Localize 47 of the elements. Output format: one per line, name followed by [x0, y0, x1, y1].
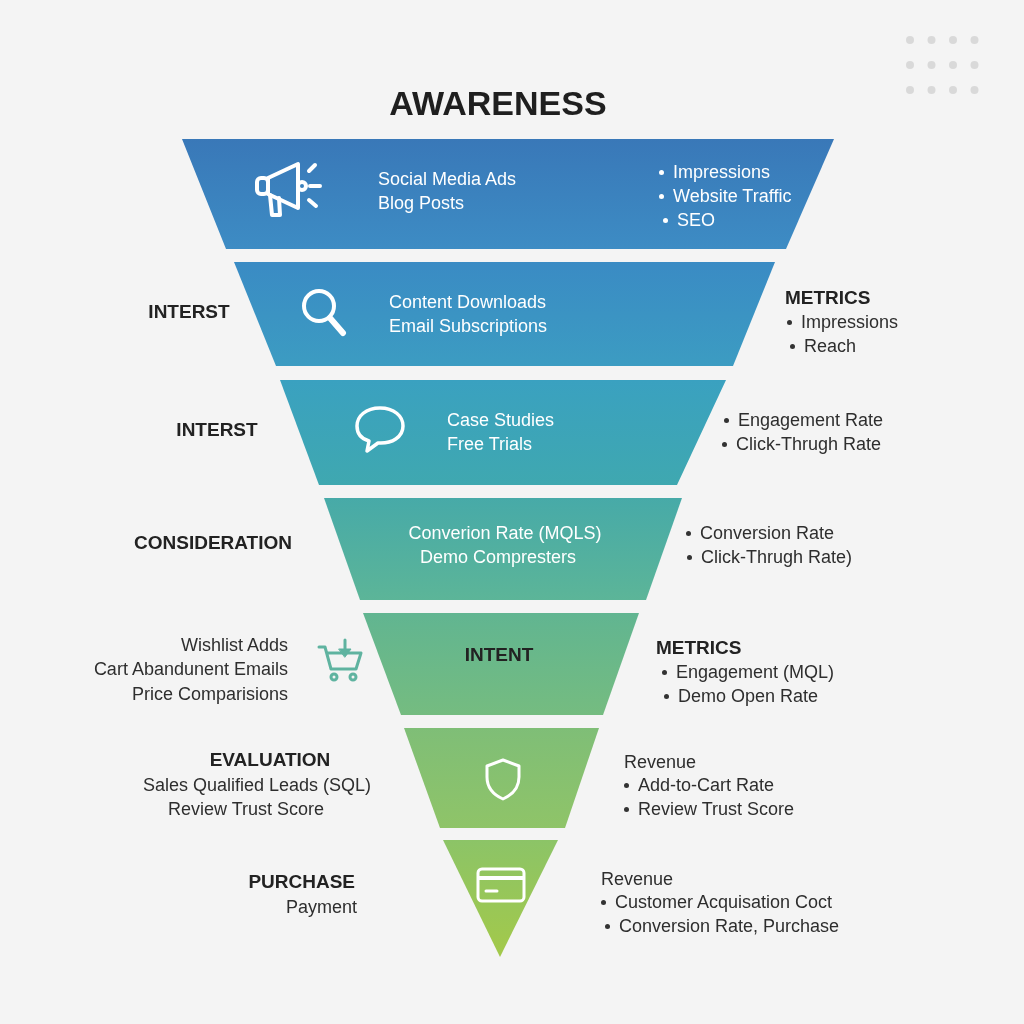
stage-label: INTERST — [176, 419, 258, 441]
description-text: Revenue — [624, 751, 697, 773]
description-text: Sales Qualified Leads (SQL) — [142, 774, 372, 796]
stage-label: INTENT — [464, 644, 534, 666]
metric-item: Impressions — [801, 311, 899, 333]
funnel-band — [324, 498, 682, 600]
metric-item: Reach — [804, 335, 857, 357]
metric-item: Click-Thrugh Rate) — [701, 546, 853, 568]
metrics-heading: METRICS — [785, 287, 871, 309]
band-text: Case Studies — [447, 409, 555, 431]
metric-item: Click-Thrugh Rate — [736, 433, 882, 455]
metric-item: SEO — [677, 209, 715, 231]
band-text: Demo Compresters — [420, 546, 576, 568]
band-text: Blog Posts — [378, 192, 465, 214]
description-text: Wishlist Adds — [180, 634, 288, 656]
description-text: Price Comparisions — [131, 683, 288, 705]
band-text: Free Trials — [447, 433, 533, 455]
band-text: Social Media Ads — [378, 168, 517, 190]
funnel-band — [280, 380, 726, 485]
funnel-band — [443, 840, 558, 957]
band-text: Email Subscriptions — [389, 315, 548, 337]
metric-item: Demo Open Rate — [678, 685, 819, 707]
stage-label: INTERST — [148, 301, 230, 323]
metric-item: Review Trust Score — [638, 798, 795, 820]
metric-item: Engagement (MQL) — [676, 661, 835, 683]
band-text: Converion Rate (MQLS) — [408, 522, 602, 544]
metric-item: Add-to-Cart Rate — [638, 774, 775, 796]
funnel-band — [363, 613, 639, 715]
funnel-band — [234, 262, 775, 366]
funnel-band — [182, 139, 834, 249]
funnel-title: AWARENESS — [389, 83, 607, 123]
description-text: Review Trust Score — [167, 798, 325, 820]
description-text: Cart Abandunent Emails — [93, 658, 288, 680]
stage-label: CONSIDERATION — [134, 532, 292, 554]
funnel-band — [404, 728, 599, 828]
stage-label: EVALUATION — [209, 749, 331, 771]
description-text: Payment — [285, 896, 357, 918]
metrics-heading: METRICS — [656, 637, 742, 659]
metric-item: Impressions — [673, 161, 771, 183]
metric-item: Customer Acquisation Coct — [615, 891, 833, 913]
metric-item: Conversion Rate, Purchase — [619, 915, 840, 937]
metric-item: Website Traffic — [673, 185, 792, 207]
metric-item: Conversion Rate — [700, 522, 835, 544]
band-text: Content Downloads — [389, 291, 547, 313]
metric-item: Engagement Rate — [738, 409, 884, 431]
stage-label: PURCHASE — [248, 871, 355, 893]
description-text: Revenue — [601, 868, 674, 890]
